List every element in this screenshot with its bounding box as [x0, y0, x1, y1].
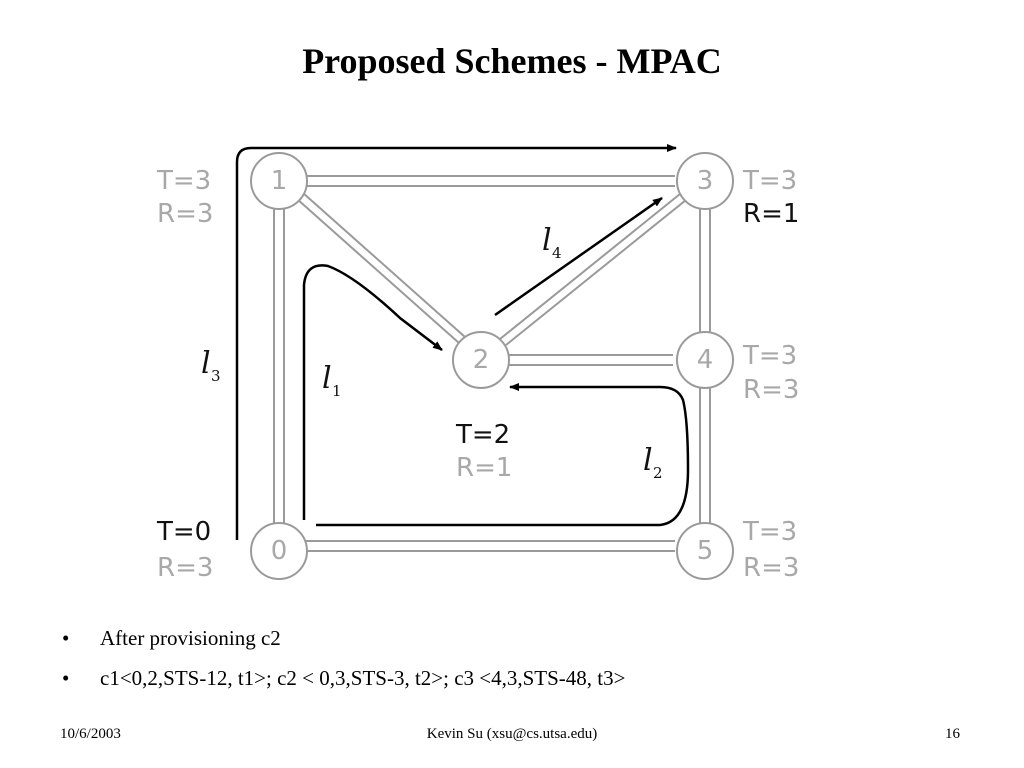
node-2: 2 — [452, 331, 510, 389]
node-3-t-value: T=3 — [742, 166, 797, 196]
lightpath-l4-arrow — [494, 196, 663, 317]
node-3-label: 3 — [697, 166, 714, 196]
bullet-item: • After provisioning c2 — [62, 622, 625, 662]
node-4-label: 4 — [697, 345, 714, 375]
link-1-3 — [306, 175, 675, 187]
node-0-label: 0 — [271, 536, 288, 566]
node-4: 4 — [676, 331, 734, 389]
slide-title: Proposed Schemes - MPAC — [302, 41, 722, 81]
network-diagram: 1 3 2 4 0 5 T=3 R=3 T=3 R=1 T=3 R=3 T=2 … — [156, 144, 799, 583]
footer-page-number: 16 — [945, 726, 960, 742]
node-1-r-value: R=3 — [157, 199, 213, 229]
node-0-r-value: R=3 — [157, 553, 213, 583]
node-2-label: 2 — [473, 345, 490, 375]
node-2-t-value: T=2 — [455, 420, 510, 450]
bullet-text: After provisioning c2 — [100, 626, 281, 650]
bullet-marker: • — [62, 666, 70, 690]
node-4-t-value: T=3 — [742, 341, 797, 371]
svg-text:l: l — [201, 346, 211, 381]
lightpath-l2-arrow — [316, 383, 690, 527]
node-5-label: 5 — [697, 536, 714, 566]
node-1-t-value: T=3 — [156, 166, 211, 196]
lightpath-l3-label: l 3 — [201, 346, 221, 385]
node-0-t-value: T=0 — [156, 517, 211, 547]
node-1: 1 — [250, 152, 308, 210]
bullet-marker: • — [62, 626, 70, 650]
bullet-list: • After provisioning c2 • c1<0,2,STS-12,… — [62, 622, 625, 702]
link-4-5 — [699, 388, 711, 525]
link-1-2 — [296, 192, 466, 344]
svg-text:4: 4 — [552, 244, 562, 262]
bullet-text: c1<0,2,STS-12, t1>; c2 < 0,3,STS-3, t2>;… — [100, 666, 626, 690]
link-2-3 — [499, 193, 687, 346]
node-1-label: 1 — [271, 166, 288, 196]
lightpath-l1-label: l 1 — [322, 361, 342, 400]
svg-text:l: l — [322, 361, 332, 396]
node-4-r-value: R=3 — [743, 375, 799, 405]
svg-text:1: 1 — [332, 382, 342, 400]
lightpath-l2-label: l 2 — [643, 443, 663, 482]
node-5: 5 — [676, 522, 734, 580]
node-2-r-value: R=1 — [456, 453, 512, 483]
lightpath-l4-label: l 4 — [542, 223, 562, 262]
footer-author: Kevin Su (xsu@cs.utsa.edu) — [426, 726, 598, 742]
svg-text:l: l — [643, 443, 653, 478]
link-3-4 — [699, 208, 711, 333]
lightpath-l1-arrow — [302, 264, 443, 520]
svg-text:3: 3 — [211, 367, 221, 385]
svg-text:l: l — [542, 223, 552, 258]
bullet-item: • c1<0,2,STS-12, t1>; c2 < 0,3,STS-3, t2… — [62, 662, 625, 702]
node-0: 0 — [250, 522, 308, 580]
node-5-r-value: R=3 — [743, 553, 799, 583]
footer-date: 10/6/2003 — [60, 726, 121, 742]
lightpath-l3-arrow — [235, 144, 677, 540]
node-3: 3 — [676, 152, 734, 210]
link-2-4 — [507, 354, 673, 366]
node-5-t-value: T=3 — [742, 517, 797, 547]
svg-text:2: 2 — [653, 464, 663, 482]
node-3-r-value: R=1 — [743, 199, 799, 229]
link-0-1 — [273, 208, 285, 525]
link-0-5 — [306, 540, 675, 552]
